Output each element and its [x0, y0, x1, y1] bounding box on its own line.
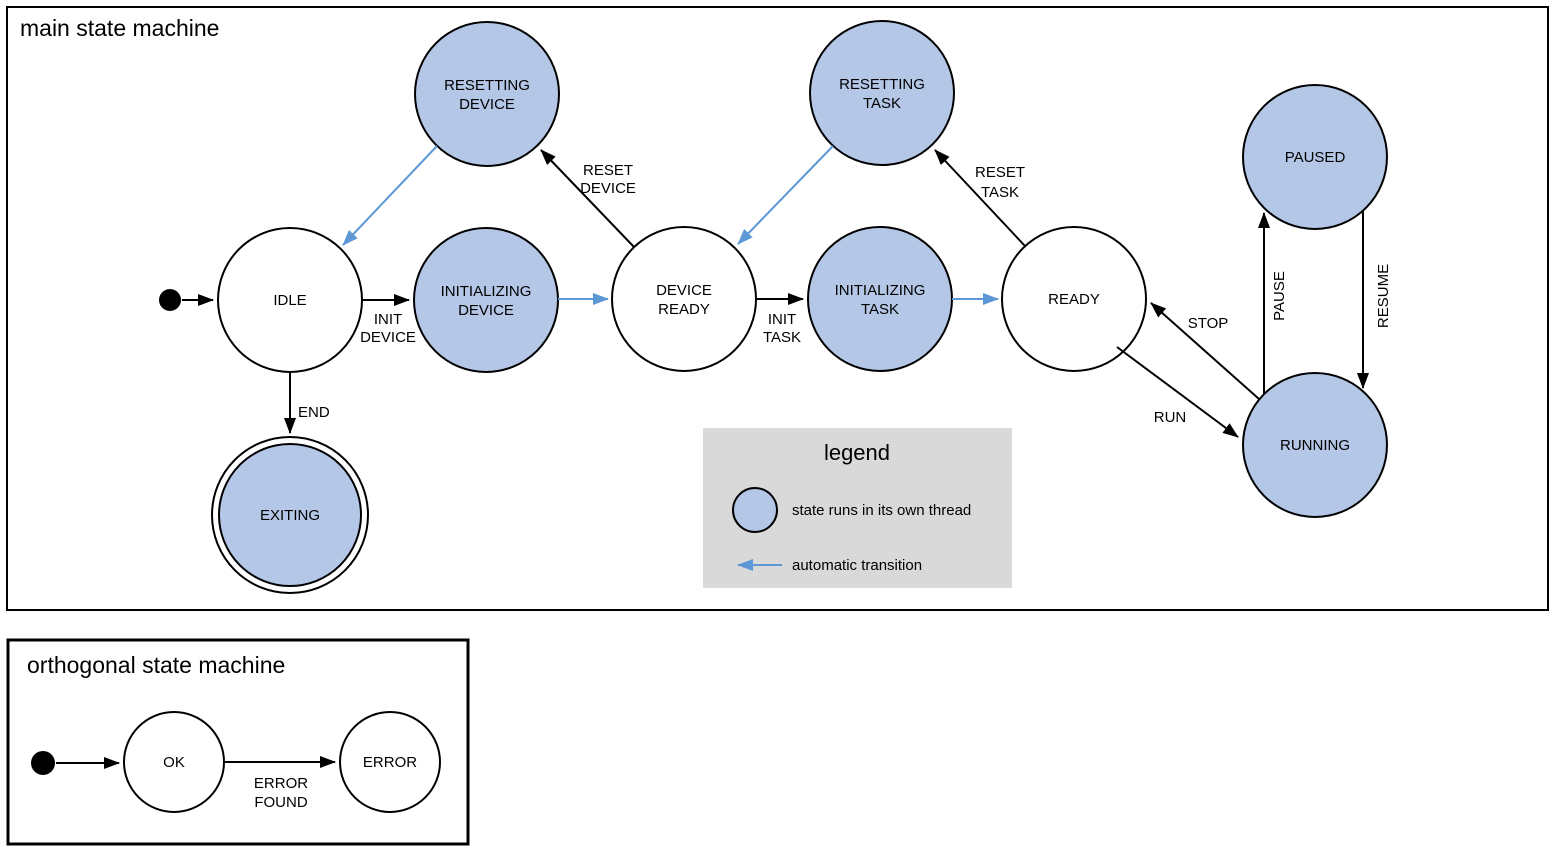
- state-label: INITIALIZING: [441, 283, 532, 300]
- legend-automatic-transition-label: automatic transition: [792, 557, 922, 574]
- initial-state-dot: [31, 751, 55, 775]
- state-label: READY: [1048, 291, 1100, 308]
- main-machine-title: main state machine: [20, 15, 219, 41]
- state-label: READY: [658, 301, 710, 318]
- transition-error-found: ERROR FOUND: [224, 756, 336, 811]
- transition-resetting-device-to-idle-auto: [342, 145, 438, 246]
- transition-label: RUN: [1154, 409, 1187, 426]
- state-label: RESETTING: [839, 76, 925, 93]
- orthogonal-machine-title: orthogonal state machine: [27, 652, 285, 678]
- transition-end: END: [284, 372, 330, 434]
- state-circle: [1242, 372, 1388, 518]
- state-label: TASK: [861, 301, 899, 318]
- transition-label: END: [298, 404, 330, 421]
- state-idle: IDLE: [217, 227, 363, 373]
- state-circle: [339, 711, 441, 813]
- transition-stop: STOP: [1150, 302, 1260, 400]
- state-label: IDLE: [273, 292, 306, 309]
- orthogonal-state-machine: orthogonal state machine OK ERROR ERROR …: [6, 638, 470, 846]
- legend: legend state runs in its own thread auto…: [703, 428, 1012, 588]
- state-initializing-task: INITIALIZING TASK: [807, 226, 953, 372]
- legend-threaded-state-icon: [732, 487, 778, 533]
- state-label: PAUSED: [1285, 149, 1346, 166]
- state-label: DEVICE: [459, 96, 515, 113]
- state-resetting-task: RESETTING TASK: [809, 20, 955, 166]
- transition-arrow: [540, 149, 635, 248]
- state-label: INITIALIZING: [835, 282, 926, 299]
- transition-label: FOUND: [254, 794, 307, 811]
- transition-label: RESET: [583, 162, 633, 179]
- state-circle: [1242, 84, 1388, 230]
- state-circle: [413, 227, 559, 373]
- main-initial-state: [159, 289, 214, 311]
- transition-label: STOP: [1188, 315, 1229, 332]
- transition-label: ERROR: [254, 775, 308, 792]
- state-label: OK: [163, 754, 185, 771]
- transition-label: TASK: [763, 329, 801, 346]
- transition-label: DEVICE: [360, 329, 416, 346]
- transition-label: RESUME: [1375, 264, 1392, 328]
- legend-threaded-state-label: state runs in its own thread: [792, 502, 971, 519]
- transition-label: PAUSE: [1271, 271, 1288, 321]
- transition-run: RUN: [1116, 346, 1239, 438]
- state-paused: PAUSED: [1242, 84, 1388, 230]
- main-state-machine: main state machine IDLE RESETTING DEVICE…: [6, 6, 1549, 611]
- transition-resume: RESUME: [1357, 211, 1392, 389]
- transition-label: INIT: [374, 311, 402, 328]
- automatic-transition-arrow: [737, 145, 834, 245]
- state-label: RUNNING: [1280, 437, 1350, 454]
- state-initializing-device: INITIALIZING DEVICE: [413, 227, 559, 373]
- transition-resetting-task-to-device-ready-auto: [737, 145, 834, 245]
- state-resetting-device: RESETTING DEVICE: [414, 21, 560, 167]
- transition-label: RESET: [975, 164, 1025, 181]
- state-device-ready: DEVICE READY: [611, 226, 757, 372]
- initial-state-dot: [159, 289, 181, 311]
- state-running: RUNNING: [1242, 372, 1388, 518]
- transition-reset-task: RESET TASK: [934, 149, 1026, 247]
- state-label: EXITING: [260, 507, 320, 524]
- legend-title: legend: [824, 440, 890, 465]
- state-circle: [809, 20, 955, 166]
- state-label: ERROR: [363, 754, 417, 771]
- state-label: RESETTING: [444, 77, 530, 94]
- orthogonal-initial-state: [31, 751, 120, 775]
- state-circle: [414, 21, 560, 167]
- transition-init-task: INIT TASK: [756, 293, 804, 346]
- transition-init-device: INIT DEVICE: [360, 294, 416, 346]
- final-state-inner-circle: [218, 443, 362, 587]
- state-circle: [611, 226, 757, 372]
- state-circle: [1001, 226, 1147, 372]
- transition-pause: PAUSE: [1258, 212, 1288, 394]
- state-circle: [807, 226, 953, 372]
- automatic-transition-arrow: [342, 145, 438, 246]
- state-label: DEVICE: [656, 282, 712, 299]
- transition-arrow: [1150, 302, 1260, 400]
- transition-arrow: [934, 149, 1026, 247]
- state-label: DEVICE: [458, 302, 514, 319]
- state-label: TASK: [863, 95, 901, 112]
- state-error: ERROR: [339, 711, 441, 813]
- state-exiting-final: EXITING: [211, 436, 369, 594]
- transition-label: DEVICE: [580, 180, 636, 197]
- state-ready: READY: [1001, 226, 1147, 372]
- transition-label: INIT: [768, 311, 796, 328]
- transition-reset-device: RESET DEVICE: [540, 149, 636, 248]
- state-ok: OK: [123, 711, 225, 813]
- transition-label: TASK: [981, 184, 1019, 201]
- transition-arrow: [1116, 346, 1239, 438]
